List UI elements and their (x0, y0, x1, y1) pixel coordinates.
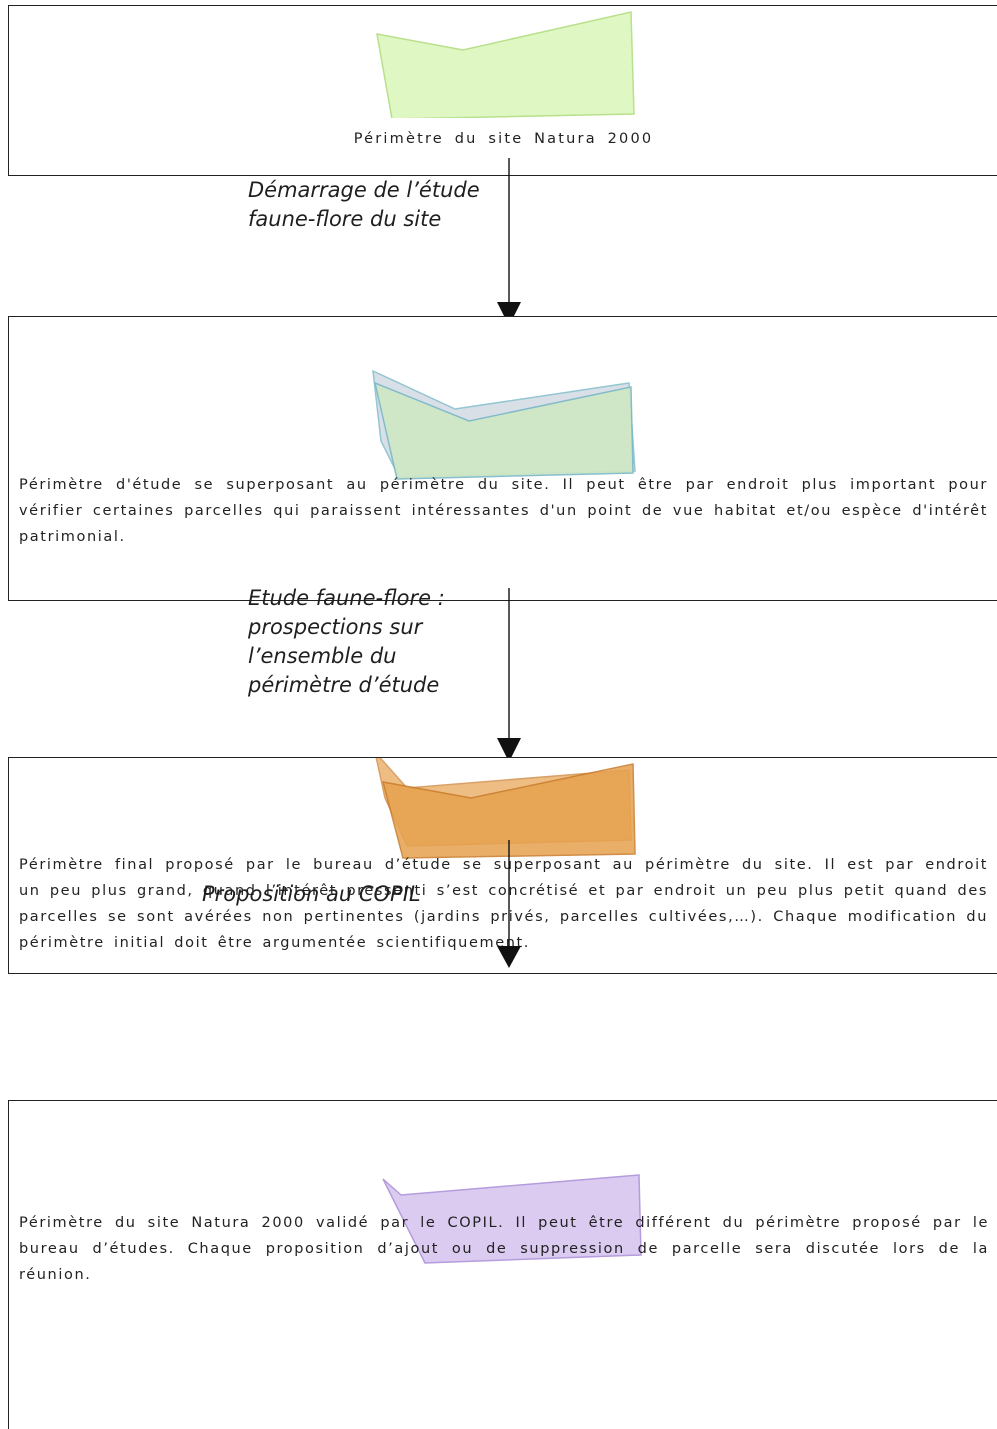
transition-label: Proposition au COPIL (202, 882, 421, 906)
step-box-site-perimeter: Périmètre du site Natura 2000 (8, 5, 997, 176)
transition-label: Etude faune-flore : prospections sur l’e… (248, 586, 445, 697)
perimeter-shape-icon (382, 1174, 642, 1264)
flow-arrow (497, 588, 521, 762)
step-box-validated-perimeter: Périmètre du site Natura 2000 validé par… (8, 1100, 997, 1429)
perimeter-shape-icon (375, 758, 636, 859)
flow-arrow (497, 840, 521, 968)
step-text: Périmètre final proposé par le bureau d’… (19, 857, 988, 951)
step-box-study-perimeter: Périmètre d'étude se superposant au péri… (8, 316, 997, 601)
step-text: Périmètre du site Natura 2000 (353, 131, 654, 147)
step-text: Périmètre d'étude se superposant au péri… (19, 477, 988, 545)
transition-label: Démarrage de l’étude faune-flore du site (248, 178, 480, 231)
step-box-final-perimeter: Périmètre final proposé par le bureau d’… (8, 757, 997, 974)
perimeter-shape-icon (372, 369, 636, 480)
step-text: Périmètre du site Natura 2000 validé par… (19, 1215, 989, 1283)
flow-arrow (497, 158, 521, 326)
perimeter-shape-icon (376, 11, 635, 118)
